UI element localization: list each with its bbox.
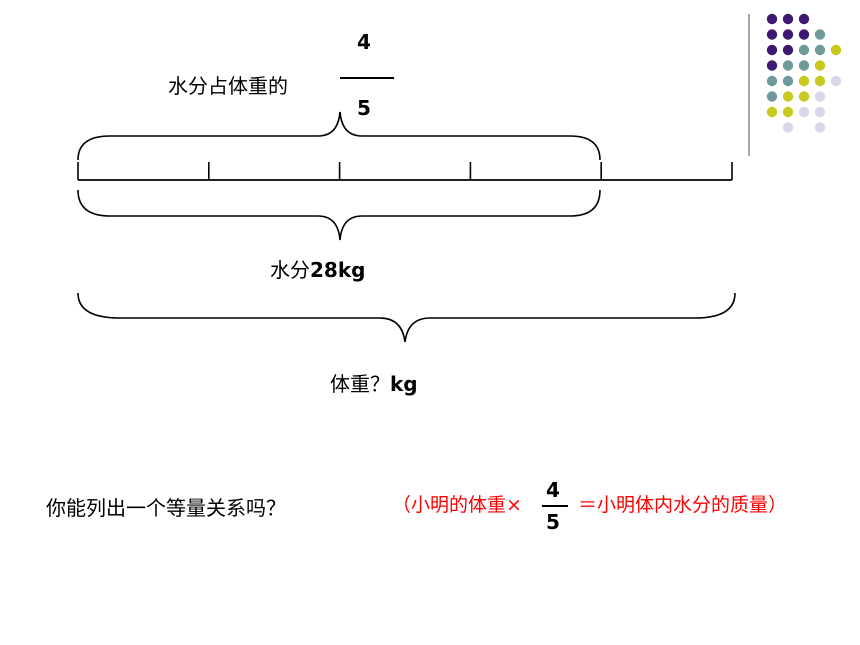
decorative-dot [798,91,810,102]
decorative-dot [798,106,810,118]
water-label: 水分28kg [270,254,365,283]
decorative-dot [798,44,810,56]
decorative-dot [830,75,842,87]
answer-prefix: （小明的体重× [392,494,522,516]
decorative-dot [782,60,794,71]
weight-label: 体重？kg [330,368,418,397]
decorative-dot [782,29,794,40]
decorative-dot [798,60,810,71]
top-brace [77,111,601,161]
answer-fraction-numerator: 4 [546,478,560,502]
decorative-dot [814,91,826,102]
decorative-dot [766,91,778,102]
question-text: 你能列出一个等量关系吗？ [46,496,286,520]
decorative-dot [814,106,826,118]
fraction-numerator: 4 [357,30,371,54]
decorative-dot [782,44,794,56]
weight-value: kg [390,372,418,396]
answer-fraction-denominator: 5 [546,510,560,534]
fraction-denominator: 5 [357,96,371,120]
decorative-dot [814,60,826,71]
fraction-bar [340,77,394,79]
segment-ticks [77,162,733,180]
decorative-dot [782,122,794,133]
decorative-dot [766,13,778,25]
weight-brace [77,292,736,343]
decorative-dot [766,29,778,40]
decorative-dot [782,13,794,25]
decorative-dot [798,29,810,40]
decorative-dot [814,29,826,40]
decorative-dot [814,75,826,87]
decorative-dot [766,44,778,56]
decorative-dot [766,106,778,118]
fraction-label-prefix: 水分占体重的 [168,74,288,98]
answer-fraction-bar [542,505,568,507]
decorative-dot [782,91,794,102]
answer-suffix: ＝小明体内水分的质量） [578,494,788,516]
decorative-dot [766,60,778,71]
water-value: 28kg [310,258,366,282]
decorative-dot [814,122,826,133]
water-brace [77,189,601,241]
decorative-dot [814,44,826,56]
decorative-dot [798,13,810,25]
decorative-dot [766,75,778,87]
decorative-dot [782,75,794,87]
water-label-text: 水分 [270,258,310,282]
decorative-dot [798,75,810,87]
decorative-dot [782,106,794,118]
fraction-label: 水分占体重的 [168,70,288,99]
decorative-dot [830,44,842,56]
weight-label-text: 体重？ [330,372,390,396]
